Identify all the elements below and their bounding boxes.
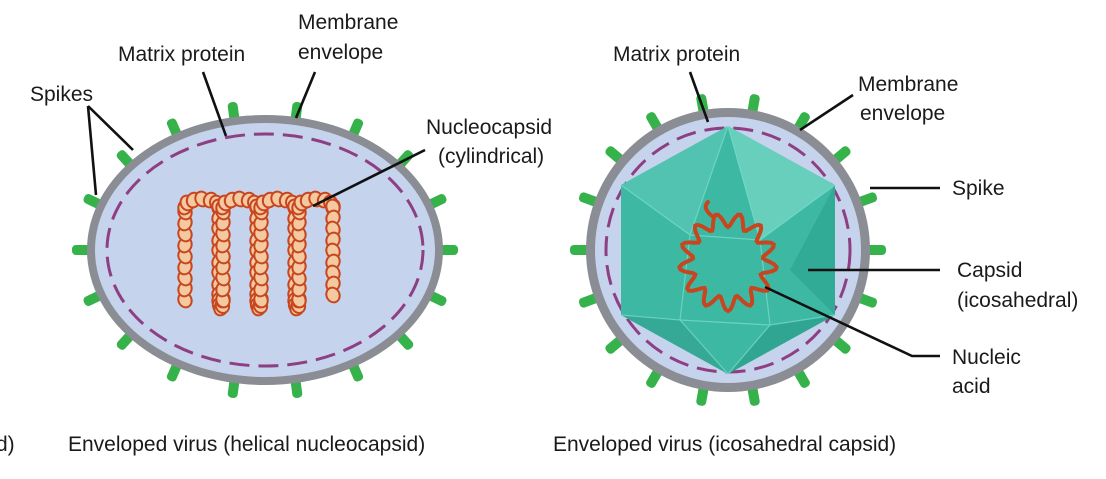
right-membrane-label-line2: envelope <box>860 102 945 125</box>
spike <box>865 245 886 255</box>
right-virus <box>570 94 886 406</box>
right-matrix-protein-label: Matrix protein <box>613 43 740 66</box>
spike-label: Spike <box>952 177 1005 200</box>
spikes-label: Spikes <box>30 83 93 106</box>
left-matrix-protein-label: Matrix protein <box>118 43 245 66</box>
left-caption: Enveloped virus (helical nucleocapsid) <box>68 433 425 456</box>
nucleocapsid-label-line2: (cylindrical) <box>438 145 544 168</box>
spike <box>570 245 591 255</box>
leader-lines <box>86 71 940 358</box>
nucleic-acid-label-line1: Nucleic <box>952 346 1021 369</box>
capsid-label-line1: Capsid <box>957 259 1022 282</box>
left-membrane-label-line2: envelope <box>298 41 383 64</box>
panel-marker: d) <box>0 433 15 456</box>
nucleic-acid-label-line2: acid <box>952 375 991 398</box>
left-matrix-protein-layer <box>105 132 425 368</box>
left-helical-nucleocapsid <box>177 190 341 317</box>
nucleocapsid-bead <box>325 286 341 304</box>
right-caption: Enveloped virus (icosahedral capsid) <box>553 433 896 456</box>
icosahedral-capsid <box>620 125 836 375</box>
nucleic-acid-strand <box>677 200 779 314</box>
right-membrane-label-line1: Membrane <box>858 73 958 96</box>
capsid-label-line2: (icosahedral) <box>957 289 1078 312</box>
nucleocapsid-label-line1: Nucleocapsid <box>426 116 552 139</box>
left-membrane-label-line1: Membrane <box>298 11 398 34</box>
